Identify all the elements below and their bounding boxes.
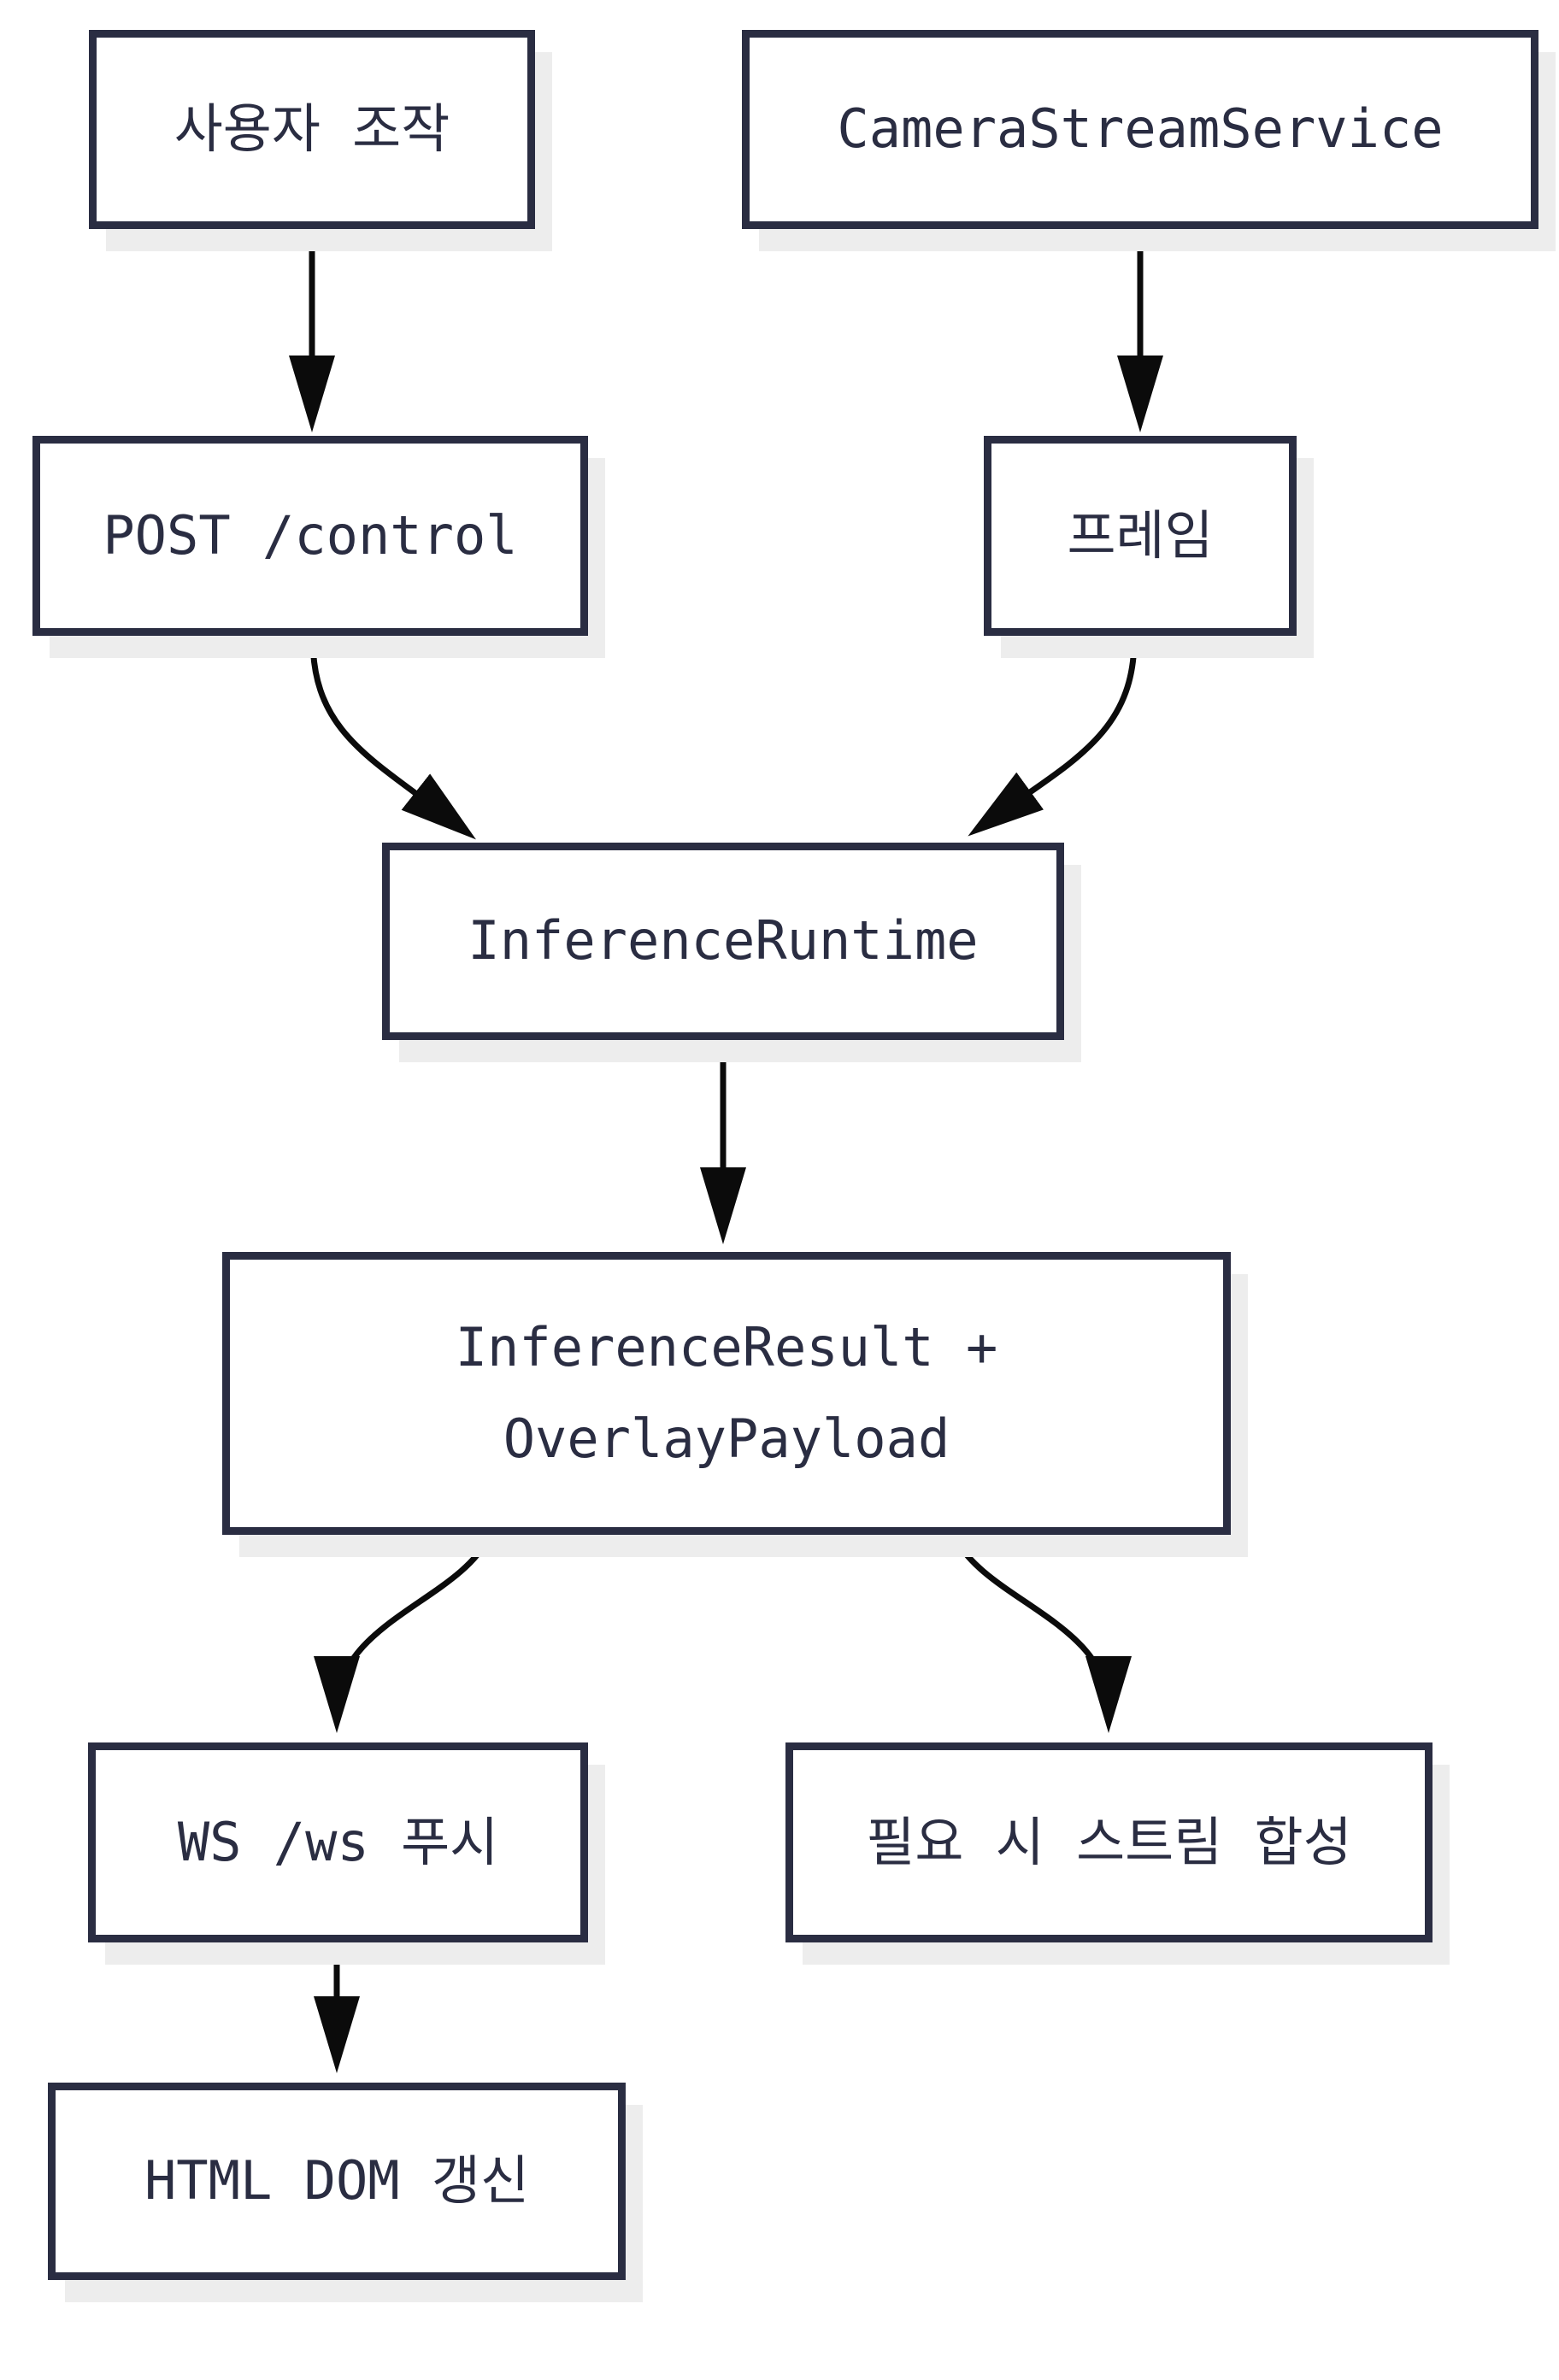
edge-inference-result-to-stream-compose [951,1535,1132,1733]
node-user-action: 사용자 조작 [89,30,535,229]
node-frame: 프레임 [984,436,1297,636]
node-inference-result-overlay-payload: InferenceResult + OverlayPayload [222,1252,1231,1535]
node-post-control: POST /control [32,436,588,636]
edge-frame-to-inference-runtime [968,638,1138,837]
edge-post-control-to-inference-runtime [309,638,476,840]
edge-inference-result-to-ws-push [314,1535,492,1733]
node-camera-stream-service: CameraStreamService [742,30,1538,229]
node-ws-push: WS /ws 푸시 [88,1742,588,1942]
node-inference-runtime: InferenceRuntime [382,843,1064,1040]
node-stream-compose: 필요 시 스트림 합성 [785,1742,1433,1942]
node-html-dom-update: HTML DOM 갱신 [48,2083,626,2280]
